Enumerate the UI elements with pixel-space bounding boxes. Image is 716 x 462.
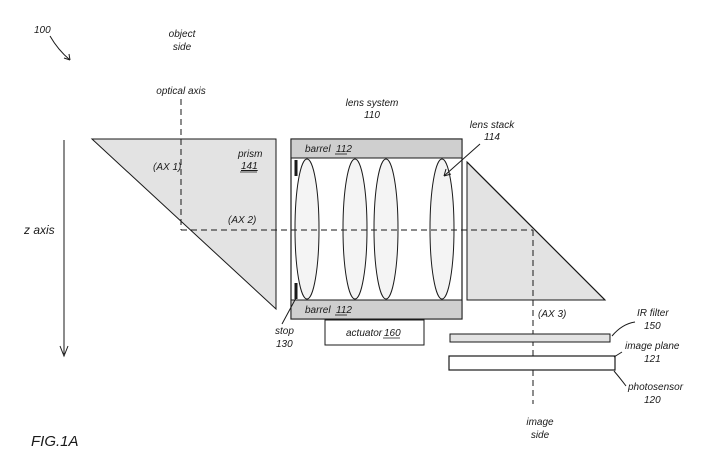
barrel-top-name: barrel bbox=[305, 144, 331, 155]
ir-filter-number: 150 bbox=[644, 321, 661, 332]
photosensor-leader bbox=[613, 370, 627, 387]
ax1-label: (AX 1) bbox=[153, 162, 181, 173]
lens-stack-number: 114 bbox=[484, 132, 500, 143]
actuator-name: actuator bbox=[346, 328, 383, 339]
barrel-bottom bbox=[290, 299, 463, 320]
photosensor bbox=[448, 355, 616, 371]
prism-number: 141 bbox=[241, 161, 258, 172]
lens-element-1 bbox=[294, 158, 320, 300]
lens-element-3 bbox=[373, 158, 399, 300]
image-side-label-line1: image bbox=[526, 417, 554, 428]
lens-system-number: 110 bbox=[364, 110, 380, 121]
prism bbox=[90, 138, 277, 311]
z-axis-arrowhead bbox=[59, 345, 69, 358]
ir-filter bbox=[449, 333, 611, 343]
lens-system-name: lens system bbox=[346, 98, 399, 109]
ir-filter-name: IR filter bbox=[637, 308, 669, 319]
lens-stack-name: lens stack bbox=[470, 120, 515, 131]
barrel-bottom-number: 112 bbox=[336, 305, 352, 316]
actuator-box bbox=[324, 319, 425, 346]
photosensor-number: 120 bbox=[644, 395, 661, 406]
figure-ref-number: 100 bbox=[34, 25, 51, 36]
stop-leader bbox=[281, 297, 297, 325]
object-side-label-line2: side bbox=[173, 42, 192, 53]
ax3-label: (AX 3) bbox=[538, 309, 566, 320]
lens-stack-leader-head bbox=[443, 168, 452, 177]
figure-label: FIG.1A bbox=[31, 433, 79, 450]
barrel-top bbox=[290, 138, 463, 159]
barrel-bottom-name: barrel bbox=[305, 305, 331, 316]
stop-number: 130 bbox=[276, 339, 293, 350]
lens-stack-leader bbox=[443, 143, 481, 177]
prism-name: prism bbox=[237, 149, 262, 160]
object-side-label-line1: object bbox=[169, 29, 197, 40]
actuator-number: 160 bbox=[384, 328, 401, 339]
image-plane-number: 121 bbox=[644, 354, 661, 365]
image-plane-leader bbox=[613, 351, 623, 358]
barrel-top-number: 112 bbox=[336, 144, 352, 155]
optical-axis-label: optical axis bbox=[156, 86, 205, 97]
image-side-label-line2: side bbox=[531, 430, 550, 441]
ref-arrow-head bbox=[63, 53, 71, 61]
ref-arrow-line bbox=[49, 35, 71, 61]
output-prism-edge bbox=[466, 161, 606, 301]
photosensor-name: photosensor bbox=[627, 382, 684, 393]
ax2-label: (AX 2) bbox=[228, 215, 256, 226]
z-axis-label: z axis bbox=[23, 223, 55, 237]
ir-filter-leader bbox=[611, 321, 636, 337]
image-plane-name: image plane bbox=[625, 341, 680, 352]
lens-element-2 bbox=[342, 158, 368, 300]
lens-element-4 bbox=[429, 158, 455, 300]
stop-name: stop bbox=[275, 326, 294, 337]
